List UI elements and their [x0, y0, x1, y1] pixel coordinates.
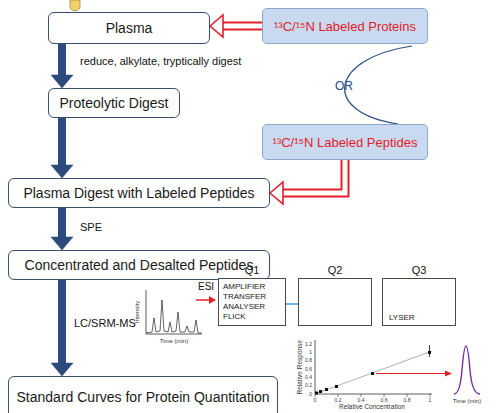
stage-label: Q1: [219, 264, 285, 276]
tick-label: 0.8: [305, 358, 312, 363]
process-box: Standard Curves for Protein Quantitation: [8, 376, 278, 413]
flow-arrow: [51, 44, 73, 88]
tick-label: 0: [309, 392, 312, 397]
process-box: Concentrated and Desalted Peptides: [8, 250, 270, 280]
flow-arrow: [270, 160, 345, 204]
flow-arrow: [51, 280, 73, 376]
flow-arrow: [51, 208, 73, 250]
reagent-box: ¹³C/¹⁵N Labeled Proteins: [262, 8, 428, 44]
stage-label: Q2: [299, 264, 371, 276]
axis-label: Relative Concentration: [339, 404, 405, 411]
quadrupole-box: Q3LYSER: [382, 278, 456, 326]
or-label: OR: [335, 80, 353, 92]
edge-label: SPE: [80, 222, 102, 233]
stage-label: Q3: [383, 264, 455, 276]
process-box: Plasma Digest with Labeled Peptides: [8, 178, 270, 208]
flow-arrow: [210, 15, 262, 37]
tick-label: 0.4: [305, 375, 312, 380]
box-text: Standard Curves for Protein Quantitation: [11, 389, 276, 405]
reagent-box: ¹³C/¹⁵N Labeled Peptides: [262, 124, 428, 160]
tick-label: 1: [429, 398, 432, 403]
process-box: Proteolytic Digest: [48, 88, 180, 118]
box-text: ¹³C/¹⁵N Labeled Peptides: [267, 135, 424, 150]
tick-label: 0.2: [305, 383, 312, 388]
process-box: Plasma: [48, 12, 210, 44]
tick-label: 0.6: [305, 367, 312, 372]
edge-label: reduce, alkylate, tryptically digest: [80, 56, 241, 67]
standard-curve: [315, 340, 480, 397]
axis-label: Relative Response: [297, 340, 304, 395]
tick-label: 0.8: [404, 398, 411, 403]
esi-arrow: [196, 296, 216, 304]
test-tube: [70, 0, 80, 11]
tick-label: 0.2: [335, 398, 342, 403]
esi-label: ESI: [198, 282, 214, 292]
stage-text: AMPLIFIER TRANSFER ANALYSER FLICK: [223, 282, 266, 322]
box-text: ¹³C/¹⁵N Labeled Proteins: [268, 19, 422, 34]
box-text: Concentrated and Desalted Peptides: [19, 257, 260, 273]
box-text: Plasma: [100, 20, 159, 36]
edge-label: LC/SRM-MS: [74, 318, 136, 329]
tick-label: 0: [314, 398, 317, 403]
tick-label: 1: [309, 350, 312, 355]
quadrupole-box: Q1AMPLIFIER TRANSFER ANALYSER FLICK: [218, 278, 286, 326]
flow-arrow: [51, 118, 73, 178]
axis-label: Intensity: [134, 301, 140, 323]
or-arc: [345, 46, 412, 124]
tick-label: 0.4: [358, 398, 365, 403]
box-text: Plasma Digest with Labeled Peptides: [17, 185, 260, 201]
tick-label: 1.2: [305, 342, 312, 347]
stage-text: LYSER: [389, 313, 415, 322]
box-text: Proteolytic Digest: [54, 95, 175, 111]
axis-label: Time (min): [160, 338, 188, 344]
axis-label: Time (min): [453, 398, 481, 404]
tick-label: 0.6: [381, 398, 388, 403]
chromatogram: [146, 290, 202, 334]
quadrupole-box: Q2: [298, 278, 372, 326]
